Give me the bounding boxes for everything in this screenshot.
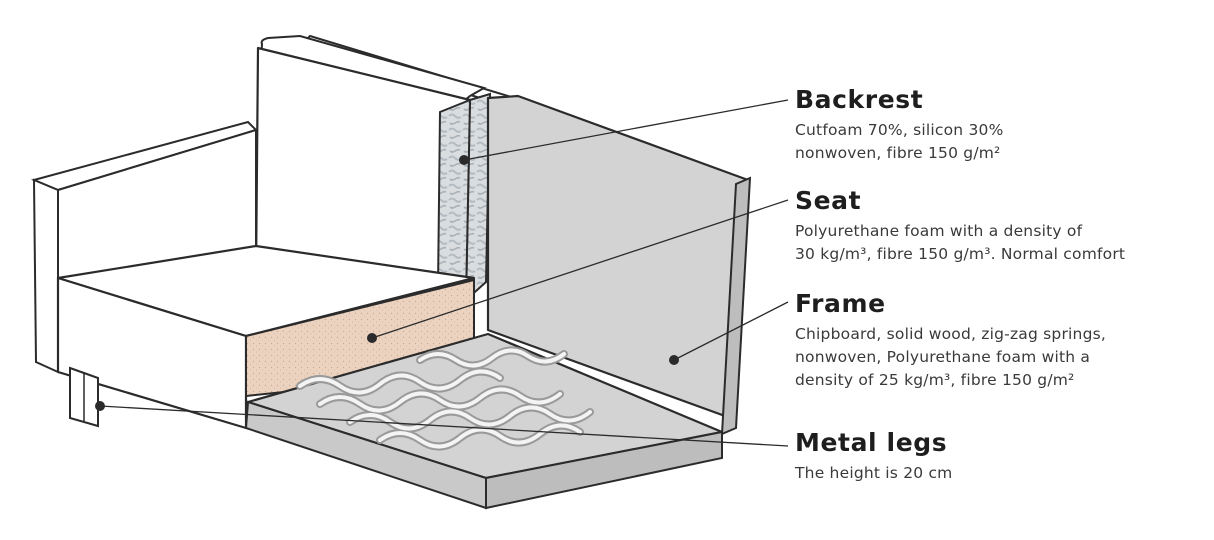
description-line: The height is 20 cm — [795, 464, 953, 482]
left-armrest — [30, 120, 258, 374]
description-line: Chipboard, solid wood, zig-zag springs, — [795, 325, 1107, 343]
leader-dots — [95, 155, 679, 411]
callout-backrest: Backrest Cutfoam 70%, silicon 30% nonwov… — [795, 85, 1004, 165]
leader-seat — [371, 199, 789, 339]
description-line: nonwoven, Polyurethane foam with a — [795, 348, 1091, 366]
callout-description: The height is 20 cm — [795, 462, 952, 485]
callout-frame: Frame Chipboard, solid wood, zig-zag spr… — [795, 289, 1106, 392]
frame-base — [244, 332, 724, 510]
callout-description: Cutfoam 70%, silicon 30% nonwoven, fibre… — [795, 119, 1004, 165]
leader-backrest — [463, 99, 789, 161]
description-line: density of 25 kg/m³, fibre 150 g/m² — [795, 371, 1075, 389]
description-line: Polyurethane foam with a density of — [795, 222, 1083, 240]
dot-legs — [95, 401, 105, 411]
callout-seat: Seat Polyurethane foam with a density of… — [795, 186, 1125, 266]
dot-frame — [669, 355, 679, 365]
callout-title: Backrest — [795, 85, 924, 114]
metal-leg — [69, 366, 99, 428]
leader-frame — [673, 301, 789, 361]
description-line: 30 kg/m³, fibre 150 g/m³. Normal comfort — [795, 245, 1126, 263]
callout-title: Frame — [795, 289, 886, 318]
callout-description: Chipboard, solid wood, zig-zag springs, … — [795, 323, 1106, 392]
description-line: nonwoven, fibre 150 g/m² — [795, 144, 1001, 162]
leader-legs — [99, 405, 789, 447]
callout-title: Metal legs — [795, 428, 948, 457]
callout-description: Polyurethane foam with a density of 30 k… — [795, 220, 1125, 266]
callout-metal-legs: Metal legs The height is 20 cm — [795, 428, 952, 485]
leader-lines — [99, 99, 789, 447]
backrest-cushion — [250, 34, 492, 303]
dot-seat — [367, 333, 377, 343]
frame-side-wall — [486, 94, 752, 436]
description-line: Cutfoam 70%, silicon 30% — [795, 121, 1004, 139]
callout-title: Seat — [795, 186, 862, 215]
dot-backrest — [459, 155, 469, 165]
